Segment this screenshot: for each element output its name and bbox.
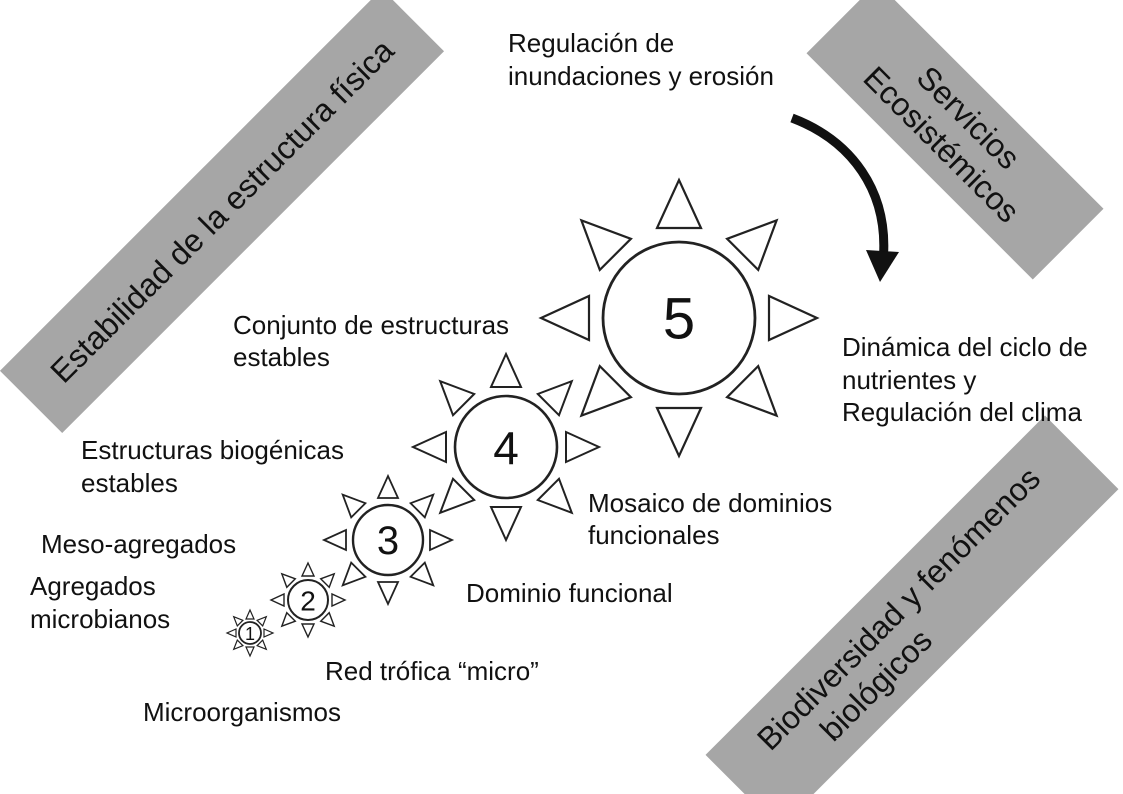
label-agregados-2: microbianos [30, 604, 170, 634]
sun-ray-icon [429, 528, 455, 552]
arrowhead-icon [866, 250, 899, 282]
sun-ray-icon [319, 611, 336, 628]
sun-ray-icon [655, 406, 703, 459]
sun-ray-icon [232, 615, 244, 627]
stage-4-number: 4 [493, 422, 519, 474]
sun-ray-icon [535, 476, 574, 515]
sun-ray-icon [300, 623, 316, 639]
sun-ray-icon [655, 177, 703, 230]
stage-1-sun: 1 [225, 608, 275, 658]
label-dominio: Dominio funcional [466, 578, 673, 608]
label-conjunto-1: Conjunto de estructuras [233, 310, 509, 340]
sun-ray-icon [565, 430, 602, 464]
stage-3-number: 3 [377, 519, 399, 563]
stage-5-sun: 5 [538, 177, 820, 459]
curved-arrow-icon [790, 113, 889, 263]
sun-ray-icon [535, 379, 574, 418]
sun-ray-icon [579, 218, 633, 272]
sun-ray-icon [538, 294, 591, 342]
sun-ray-icon [489, 351, 523, 388]
stage-4-sun: 4 [410, 351, 602, 543]
label-microorganismos: Microorganismos [143, 697, 341, 727]
stage-2-sun: 2 [269, 561, 347, 639]
band-biodiversity: Biodiversidad y fenómenos biológicos [705, 415, 1119, 794]
sun-ray-icon [376, 473, 400, 499]
sun-ray-icon [256, 639, 268, 651]
sun-ray-icon [579, 364, 633, 418]
label-mosaico-2: funcionales [588, 520, 720, 550]
band-ecosystem-services: Servicios Ecosistémicos [806, 0, 1104, 280]
band-physical-stability: Estabilidad de la estructura física [0, 0, 445, 434]
sun-ray-icon [408, 560, 435, 587]
sun-ray-icon [725, 364, 779, 418]
sun-ray-icon [263, 628, 275, 638]
label-regulation-1: Regulación de [508, 28, 674, 58]
stage-2-number: 2 [300, 586, 316, 617]
label-red-trofica: Red trófica “micro” [325, 656, 539, 686]
stage-5-number: 5 [663, 287, 695, 352]
sun-ray-icon [269, 592, 285, 608]
label-dinamica-3: Regulación del clima [842, 397, 1082, 427]
sun-ray-icon [256, 615, 268, 627]
sun-ray-icon [245, 646, 255, 658]
sun-ray-icon [489, 506, 523, 543]
sun-ray-icon [410, 430, 447, 464]
sun-ray-icon [341, 493, 368, 520]
label-meso: Meso-agregados [41, 529, 236, 559]
label-conjunto-2: estables [233, 342, 330, 372]
sun-ray-icon [341, 560, 368, 587]
sun-ray-icon [280, 611, 297, 628]
sun-ray-icon [225, 628, 237, 638]
sun-ray-icon [376, 581, 400, 607]
label-regulation-2: inundaciones y erosión [508, 61, 774, 91]
sun-ray-icon [438, 379, 477, 418]
sun-ray-icon [300, 561, 316, 577]
sun-ray-icon [331, 592, 347, 608]
sun-ray-icon [232, 639, 244, 651]
label-mosaico-1: Mosaico de dominios [588, 488, 832, 518]
sun-ray-icon [767, 294, 820, 342]
stage-1-number: 1 [245, 624, 255, 644]
sun-ray-icon [245, 608, 255, 620]
sun-ray-icon [438, 476, 477, 515]
sun-ray-icon [280, 572, 297, 589]
sun-ray-icon [319, 572, 336, 589]
sun-ray-icon [725, 218, 779, 272]
sun-ray-icon [408, 493, 435, 520]
sun-ray-icon [321, 528, 347, 552]
label-agregados-1: Agregados [30, 571, 156, 601]
stage-3-sun: 3 [321, 473, 455, 607]
label-biogenic-1: Estructuras biogénicas [81, 435, 344, 465]
label-dinamica-2: nutrientes y [842, 365, 976, 395]
label-dinamica-1: Dinámica del ciclo de [842, 332, 1088, 362]
label-biogenic-2: estables [81, 468, 178, 498]
